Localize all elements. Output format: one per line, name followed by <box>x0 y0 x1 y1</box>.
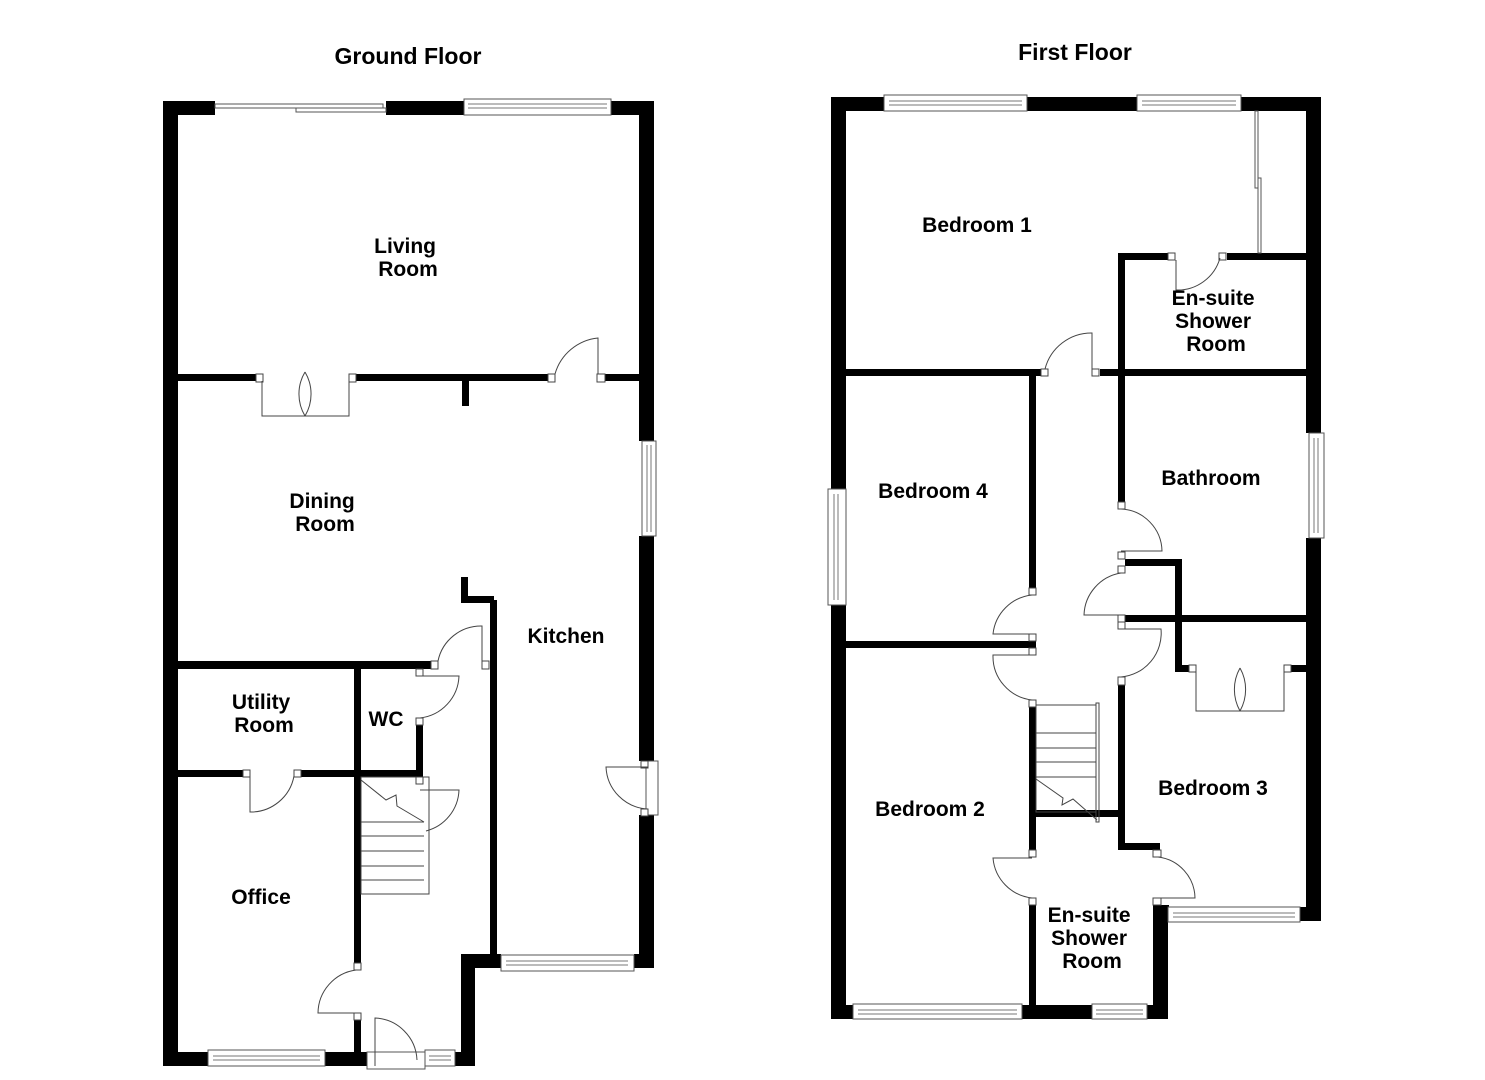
room-label-wc: WC <box>369 708 404 731</box>
room-label-bedroom-4: Bedroom 4 <box>878 480 988 503</box>
first-floor-windows <box>827 94 1325 1020</box>
ground-floor-labels: Living Room Dining Room Kitchen Utility … <box>231 235 604 909</box>
room-label-bedroom-3: Bedroom 3 <box>1158 777 1268 800</box>
room-label-en-suite-2: En-suite Shower Room <box>1048 904 1137 973</box>
room-label-kitchen: Kitchen <box>527 625 604 648</box>
first-floor-stairs <box>1035 702 1100 823</box>
room-label-office: Office <box>231 886 291 909</box>
room-label-en-suite-1: En-suite Shower Room <box>1172 287 1261 356</box>
ground-floor-stairs <box>360 776 430 895</box>
ground-floor-doors <box>242 337 649 1066</box>
ground-floor-walls <box>163 101 654 1066</box>
first-floor-title: First Floor <box>1018 39 1132 65</box>
ground-floor-plan: Ground Floor <box>163 43 659 1070</box>
ground-floor-windows <box>207 98 659 1070</box>
first-floor-walls <box>831 97 1321 1019</box>
room-label-bathroom: Bathroom <box>1161 467 1260 490</box>
room-label-bedroom-2: Bedroom 2 <box>875 798 985 821</box>
room-label-utility-room: Utility Room <box>232 691 296 737</box>
first-floor-doors <box>992 252 1292 906</box>
room-label-bedroom-1: Bedroom 1 <box>922 214 1032 237</box>
first-floor-labels: Bedroom 1 En-suite Shower Room Bedroom 4… <box>875 214 1268 973</box>
room-label-living-room: Living Room <box>374 235 442 281</box>
first-floor-plan: First Floor <box>827 39 1325 1020</box>
ground-floor-title: Ground Floor <box>335 43 482 69</box>
room-label-dining-room: Dining Room <box>289 490 360 536</box>
